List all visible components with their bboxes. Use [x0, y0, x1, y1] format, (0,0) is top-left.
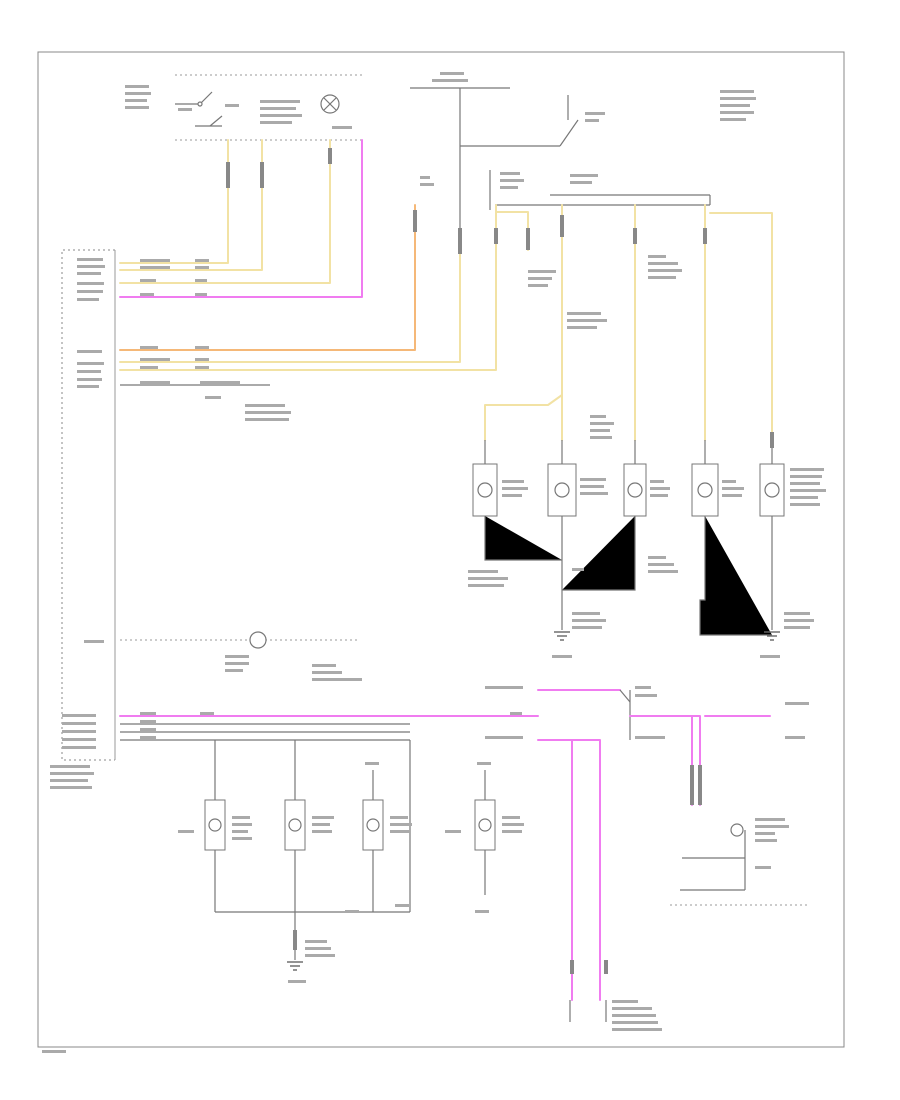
- connector-icon: [560, 215, 564, 237]
- upper-harness-wires: [119, 139, 529, 421]
- body-control-module: [50, 249, 116, 789]
- lamp-icon: [627, 482, 643, 498]
- connector-icon: [633, 228, 637, 244]
- switch-icon: [197, 101, 203, 107]
- connector-icon: [703, 228, 707, 244]
- connector-icon: [328, 148, 332, 164]
- switch-4: [474, 799, 496, 851]
- lamp-icon: [477, 482, 493, 498]
- connector-pins: [226, 148, 774, 974]
- lamp-4: [691, 463, 719, 517]
- lamp-bank-feeds: [484, 204, 773, 441]
- lamp-icon: [249, 631, 267, 649]
- connector-icon: [526, 228, 530, 250]
- switch-1: [204, 799, 226, 851]
- connector-icon: [494, 228, 498, 244]
- connector-icon: [413, 210, 417, 232]
- switch-icon: [208, 818, 222, 832]
- lamp-2: [547, 463, 577, 517]
- ground-icon: [764, 631, 780, 641]
- connector-icon: [690, 765, 694, 805]
- connector-icon: [226, 162, 230, 188]
- top-left-switch-assembly: [125, 74, 365, 141]
- connector-icon: [570, 960, 574, 974]
- lamp-icon: [730, 823, 744, 837]
- lamp-icon: [697, 482, 713, 498]
- ground-icon: [287, 961, 303, 971]
- lower-switch-bank: [178, 740, 524, 983]
- connector-icon: [698, 765, 702, 805]
- connector-icon: [260, 162, 264, 188]
- switch-3: [362, 799, 384, 851]
- connector-icon: [604, 960, 608, 974]
- connector-icon: [770, 432, 774, 448]
- bottom-connector: [569, 1000, 662, 1031]
- lamp-icon: [764, 482, 780, 498]
- switch-2: [284, 799, 306, 851]
- lower-right-module: [670, 818, 810, 906]
- switch-icon: [288, 818, 302, 832]
- lamp-bank-grounds: [468, 516, 814, 658]
- connector-icon: [293, 930, 297, 950]
- switch-icon: [366, 818, 380, 832]
- diagram-frame: [37, 51, 845, 1048]
- lamp-icon: [554, 482, 570, 498]
- ground-icon: [554, 631, 570, 641]
- lamp-bank: [472, 440, 826, 517]
- switch-icon: [478, 818, 492, 832]
- lamp-3: [623, 463, 647, 517]
- lamp-5: [759, 463, 785, 517]
- mid-dotted-circuit: [120, 631, 362, 681]
- fuse-block-relay: [410, 72, 756, 287]
- lamp-1: [472, 463, 498, 517]
- connector-icon: [458, 228, 462, 254]
